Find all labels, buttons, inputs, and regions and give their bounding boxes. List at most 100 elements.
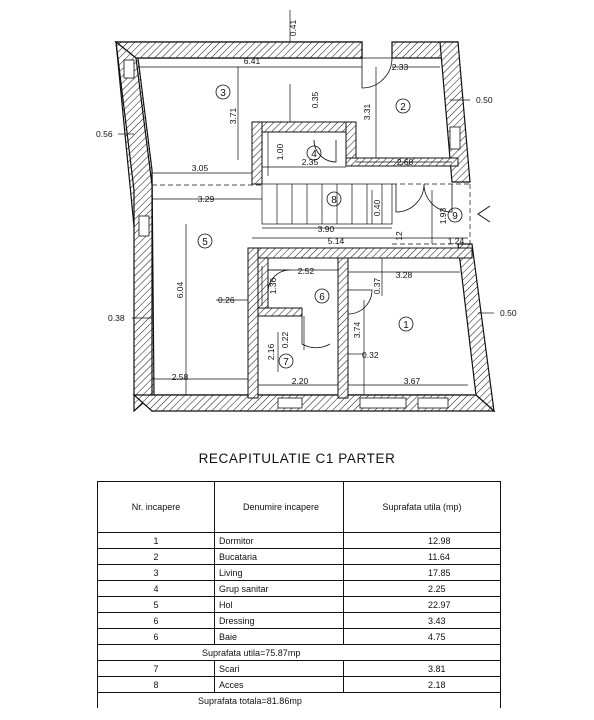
cell-area: 22.97 bbox=[343, 596, 501, 613]
dim-label: 2.58 bbox=[172, 372, 189, 382]
dim-label: 3.74 bbox=[352, 321, 362, 338]
window-bottom-3 bbox=[417, 397, 449, 409]
recap-table: Nr. incapere Denumire incapere Suprafata… bbox=[97, 481, 501, 708]
table-row: 2 Bucataria 11.64 bbox=[97, 548, 501, 565]
dim-label: 2.52 bbox=[298, 266, 315, 276]
cell-name: Dormitor bbox=[214, 532, 344, 549]
table-row: 1 Dormitor 12.98 bbox=[97, 532, 501, 549]
dim-label: 0.26 bbox=[218, 295, 235, 305]
cell-name: Acces bbox=[214, 676, 344, 693]
door-entrance bbox=[395, 183, 453, 213]
window-bottom-1 bbox=[277, 397, 303, 409]
svg-text:9: 9 bbox=[452, 211, 458, 222]
wall-core-small bbox=[257, 307, 303, 317]
cell-nr: 7 bbox=[97, 660, 215, 677]
dim-label: 2.16 bbox=[266, 343, 276, 360]
dim-label: 3.29 bbox=[198, 194, 215, 204]
dim-label: 3.31 bbox=[362, 103, 372, 120]
cell-nr: 6 bbox=[97, 612, 215, 629]
window-bottom-2 bbox=[359, 397, 407, 409]
dim-label: 3.05 bbox=[192, 163, 209, 173]
room-marker-9: 9 bbox=[447, 207, 463, 223]
table-row: 8 Acces 2.18 bbox=[97, 676, 501, 693]
total-cell: Suprafata totala=81.86mp bbox=[97, 692, 501, 708]
header-nr: Nr. incapere bbox=[97, 481, 215, 533]
svg-text:7: 7 bbox=[283, 357, 289, 368]
window-left-top bbox=[123, 59, 135, 79]
window-left-mid bbox=[138, 215, 150, 237]
subtotal-row: Suprafata utila=75.87mp bbox=[97, 644, 501, 661]
room-marker-1: 1 bbox=[398, 316, 414, 332]
dim-label: 0.50 bbox=[500, 308, 517, 318]
cell-nr: 1 bbox=[97, 532, 215, 549]
dim-label: 12 bbox=[394, 231, 404, 241]
dim-label: 1.36 bbox=[268, 277, 278, 294]
room-marker-7: 7 bbox=[278, 353, 294, 369]
dim-label: 6.41 bbox=[244, 56, 261, 66]
wall-core-top bbox=[247, 247, 473, 259]
door-kitchen bbox=[361, 57, 393, 89]
dim-label: 3.71 bbox=[228, 107, 238, 124]
dim-label: 0.40 bbox=[372, 199, 382, 216]
dim-label: 2.33 bbox=[392, 62, 409, 72]
dim-label: 0.38 bbox=[108, 313, 125, 323]
dim-label: 2.68 bbox=[397, 157, 414, 167]
svg-text:2: 2 bbox=[400, 102, 406, 113]
cell-name: Hol bbox=[214, 596, 344, 613]
wall-bath-left bbox=[251, 121, 263, 185]
header-name: Denumire incapere bbox=[214, 481, 344, 533]
entrance-arrow-icon bbox=[477, 205, 491, 223]
wall-bath-top bbox=[251, 121, 357, 133]
staircase bbox=[261, 183, 393, 225]
door-bath2 bbox=[301, 316, 331, 349]
cell-nr: 8 bbox=[97, 676, 215, 693]
room-marker-2: 2 bbox=[395, 98, 411, 114]
table-row: 6 Baie 4.75 bbox=[97, 628, 501, 645]
svg-text:4: 4 bbox=[311, 149, 317, 160]
table-row: 6 Dressing 3.43 bbox=[97, 612, 501, 629]
cell-name: Grup sanitar bbox=[214, 580, 344, 597]
table-row: 7 Scari 3.81 bbox=[97, 660, 501, 677]
recap-title: RECAPITULATIE C1 PARTER bbox=[198, 451, 396, 466]
dim-label: 3.90 bbox=[318, 224, 335, 234]
cell-area: 4.75 bbox=[343, 628, 501, 645]
dim-label: 0.35 bbox=[310, 91, 320, 108]
svg-text:5: 5 bbox=[202, 237, 208, 248]
room-marker-6: 6 bbox=[314, 288, 330, 304]
dim-label: 0.37 bbox=[372, 277, 382, 294]
cell-area: 2.18 bbox=[343, 676, 501, 693]
room-marker-5: 5 bbox=[197, 233, 213, 249]
total-row: Suprafata totala=81.86mp bbox=[97, 692, 501, 708]
cell-nr: 5 bbox=[97, 596, 215, 613]
cell-area: 12.98 bbox=[343, 532, 501, 549]
dim-label: 3.28 bbox=[396, 270, 413, 280]
dim-label: 0.22 bbox=[280, 331, 290, 348]
dim-label: 2.20 bbox=[292, 376, 309, 386]
dim-label: 3.67 bbox=[404, 376, 421, 386]
wall-core-mid bbox=[337, 257, 349, 399]
cell-area: 17.85 bbox=[343, 564, 501, 581]
dim-label: 6.04 bbox=[175, 281, 185, 298]
door-bedroom bbox=[347, 289, 373, 315]
dim-label: 2.35 bbox=[302, 157, 319, 167]
svg-text:1: 1 bbox=[403, 320, 409, 331]
table-header-row: Nr. incapere Denumire incapere Suprafata… bbox=[97, 481, 501, 533]
room-marker-3: 3 bbox=[215, 84, 231, 100]
dim-label: 0.56 bbox=[96, 129, 113, 139]
cell-area: 2.25 bbox=[343, 580, 501, 597]
table-row: 3 Living 17.85 bbox=[97, 564, 501, 581]
svg-text:3: 3 bbox=[220, 88, 226, 99]
room-marker-4: 4 bbox=[306, 145, 322, 161]
subtotal-cell: Suprafata utila=75.87mp bbox=[97, 644, 501, 661]
dim-label: 0.32 bbox=[362, 350, 379, 360]
dim-label: 1.93 bbox=[438, 207, 448, 224]
cell-name: Scari bbox=[214, 660, 344, 677]
cell-nr: 3 bbox=[97, 564, 215, 581]
cell-name: Living bbox=[214, 564, 344, 581]
dim-label: 1.24 bbox=[448, 236, 465, 246]
dimension-lines bbox=[118, 10, 494, 395]
wall-right-lower bbox=[457, 243, 495, 413]
room-marker-8: 8 bbox=[326, 191, 342, 207]
table-row: 5 Hol 22.97 bbox=[97, 596, 501, 613]
cell-area: 3.81 bbox=[343, 660, 501, 677]
